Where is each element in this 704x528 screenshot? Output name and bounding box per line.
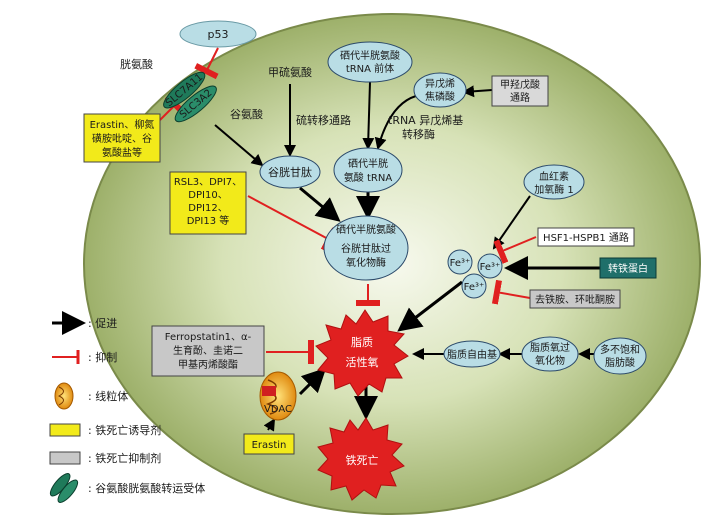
ferrostatin-group-box bbox=[151, 325, 265, 377]
inducer-box-icon bbox=[49, 423, 81, 437]
p53-label: p53 bbox=[208, 28, 229, 41]
edge-hsf1-inhibit bbox=[493, 236, 537, 264]
erastin-group-line2: 磺胺吡啶、谷 bbox=[92, 132, 152, 145]
pufa-node bbox=[593, 337, 647, 375]
lipid-peroxide-line2: 氧化物 bbox=[535, 354, 565, 367]
sec-trna-precursor-line2: tRNA 前体 bbox=[346, 62, 394, 75]
hsf1-box bbox=[537, 227, 635, 247]
erastin-label: Erastin bbox=[252, 440, 287, 451]
sec-trna-line2: 氨酸 tRNA bbox=[344, 171, 393, 184]
edge-iron-ros bbox=[397, 280, 463, 332]
edge-mevalonate-ipp bbox=[462, 85, 493, 98]
ferrostatin-line1: Ferropstatin1、α- bbox=[165, 332, 252, 343]
gpx4-line2: 谷胱甘肽过 bbox=[341, 242, 391, 255]
transporter-legend-icon bbox=[49, 473, 79, 503]
lipid-radical-label: 脂质自由基 bbox=[447, 348, 497, 361]
sec-trna-node bbox=[333, 147, 403, 193]
lipid-ros-line2: 活性氧 bbox=[346, 355, 379, 369]
fe3-label-c: Fe³⁺ bbox=[464, 282, 485, 293]
edge-trna-precursor bbox=[362, 81, 375, 150]
gpx4-node bbox=[323, 215, 409, 281]
edge-p53-inhibit bbox=[194, 47, 219, 80]
edge-ipp-trna bbox=[374, 95, 417, 150]
mevalonate-line1: 甲羟戊酸 bbox=[500, 78, 540, 91]
rsl3-group-line1: RSL3、DPI7、 bbox=[174, 177, 242, 188]
lipid-radical-node bbox=[443, 340, 501, 368]
edge-deferoxamine-inhibit bbox=[491, 279, 531, 305]
edge-rsl3-inhibit bbox=[247, 195, 338, 252]
legend-label-inhibit: : 抑制 bbox=[88, 350, 117, 364]
inhibitor-box-icon bbox=[49, 451, 81, 465]
rsl3-group-line2: DPI10、 bbox=[188, 190, 227, 201]
ipp-node bbox=[413, 72, 467, 108]
ipp-line1: 异戊烯 bbox=[425, 77, 455, 90]
mevalonate-box bbox=[491, 75, 549, 107]
gsh-label: 谷胱甘肽 bbox=[268, 165, 312, 179]
fe3-node-c bbox=[461, 273, 487, 299]
gsh-node bbox=[259, 155, 321, 189]
cystine-label: 胱氨酸 bbox=[120, 57, 153, 71]
legend-label-mito: : 线粒体 bbox=[88, 389, 128, 403]
heme-oxygenase-line2: 加氧酶 1 bbox=[534, 183, 574, 196]
legend-label-inducer: : 铁死亡诱导剂 bbox=[88, 423, 161, 437]
trna-transferase-line1: tRNA 异戊烯基 bbox=[388, 114, 463, 127]
heme-oxygenase-node bbox=[523, 164, 585, 200]
edge-gsh-gpx4 bbox=[299, 186, 341, 222]
mitochondria-icon bbox=[259, 371, 297, 421]
rsl3-group-line4: DPI13 等 bbox=[187, 214, 230, 227]
deferoxamine-label: 去铁胺、环吡酮胺 bbox=[535, 293, 615, 306]
ferrostatin-line2: 生育酚、圭诺二 bbox=[173, 344, 243, 357]
legend: : 促进 : 抑制 : 线粒体 : 铁死亡诱导剂 : 铁死亡抑制剂 : 谷氨酸胱… bbox=[49, 311, 205, 503]
erastin-box bbox=[243, 433, 295, 455]
rsl3-group-box bbox=[169, 171, 247, 235]
ferroptosis-burst bbox=[317, 417, 405, 501]
mevalonate-line2: 通路 bbox=[510, 91, 530, 104]
sec-trna-precursor-node bbox=[327, 41, 413, 83]
p53-node bbox=[179, 20, 257, 48]
vdac-label: VDAC bbox=[264, 404, 292, 415]
fe3-node-a bbox=[447, 249, 473, 275]
transferrin-box bbox=[599, 257, 657, 279]
fe3-node-b bbox=[477, 253, 503, 279]
erastin-group-line1: Erastin、柳氮 bbox=[90, 118, 155, 131]
pufa-line2: 脂肪酸 bbox=[605, 356, 635, 369]
erastin-group-line3: 氨酸盐等 bbox=[102, 146, 142, 159]
mitochondria-legend-icon bbox=[54, 382, 74, 410]
legend-label-inhibitor: : 铁死亡抑制剂 bbox=[88, 451, 161, 465]
glutamate-label: 谷氨酸 bbox=[230, 107, 263, 121]
ferroptosis-label: 铁死亡 bbox=[346, 453, 379, 467]
inhibit-icon bbox=[52, 350, 80, 364]
fe3-label-a: Fe³⁺ bbox=[450, 258, 471, 269]
erastin-group-box bbox=[83, 113, 161, 163]
lipid-ros-burst bbox=[315, 309, 409, 397]
edges bbox=[159, 47, 600, 432]
lipid-ros-line1: 脂质 bbox=[351, 335, 373, 349]
heme-oxygenase-line1: 血红素 bbox=[539, 170, 569, 183]
gpx4-line1: 硒代半胱氨酸 bbox=[336, 223, 396, 236]
legend-label-promote: : 促进 bbox=[88, 316, 117, 330]
transsulfuration-label: 硫转移通路 bbox=[296, 113, 351, 127]
lipid-peroxide-node bbox=[521, 336, 579, 372]
edge-vdac-ros bbox=[298, 367, 327, 396]
deferoxamine-box bbox=[529, 289, 621, 309]
methionine-label: 甲硫氨酸 bbox=[268, 65, 312, 79]
edge-heme-iron bbox=[492, 195, 531, 250]
fe3-label-b: Fe³⁺ bbox=[480, 262, 501, 273]
ipp-line2: 焦磷酸 bbox=[425, 90, 455, 103]
gpx4-line3: 氧化物酶 bbox=[346, 256, 386, 269]
ferrostatin-line3: 甲基丙烯酸酯 bbox=[178, 358, 238, 371]
rsl3-group-line3: DPI12、 bbox=[188, 203, 227, 214]
hsf1-label: HSF1-HSPB1 通路 bbox=[543, 231, 629, 244]
edge-transporter-gsh bbox=[214, 124, 264, 167]
sec-trna-line1: 硒代半胱 bbox=[348, 157, 388, 170]
sec-trna-precursor-line1: 硒代半胱氨酸 bbox=[340, 49, 400, 62]
transferrin-label: 转铁蛋白 bbox=[608, 262, 648, 275]
lipid-peroxide-line1: 脂质氧过 bbox=[530, 341, 570, 354]
pufa-line1: 多不饱和 bbox=[600, 343, 640, 356]
legend-label-transporter: : 谷氨酸胱氨酸转运受体 bbox=[88, 481, 205, 495]
edge-erastin-vdac bbox=[263, 418, 276, 432]
trna-transferase-line2: 转移酶 bbox=[402, 127, 435, 141]
